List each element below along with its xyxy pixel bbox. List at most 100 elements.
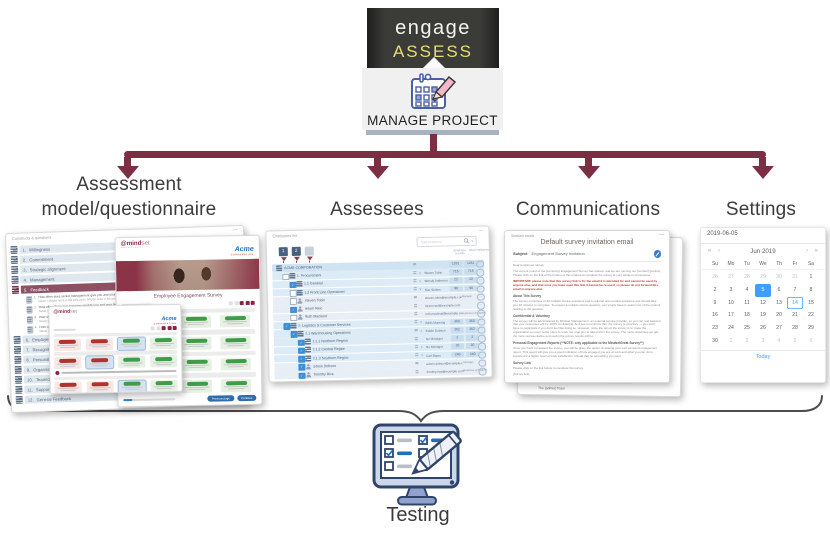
day-cell[interactable]: 21	[792, 312, 798, 319]
row-checkbox[interactable]: ✓	[298, 372, 306, 380]
rating-option[interactable]	[221, 379, 252, 393]
day-cell[interactable]: 17	[728, 312, 734, 319]
row-actions-menu-icon[interactable]: ···	[477, 309, 485, 318]
drag-handle-icon[interactable]	[13, 345, 22, 355]
rating-option-selected[interactable]	[85, 355, 115, 370]
day-cell[interactable]: 1	[809, 274, 813, 280]
day-cell[interactable]: 3	[761, 337, 765, 344]
day-cell[interactable]: 6	[809, 337, 813, 344]
rating-option[interactable]	[118, 355, 146, 369]
manage-project-node[interactable]: MANAGE PROJECT	[362, 68, 503, 130]
day-cell[interactable]: 1	[729, 337, 733, 344]
row-checkbox[interactable]: ✓	[283, 323, 291, 330]
day-cell[interactable]: 13	[776, 299, 782, 306]
pager-button[interactable]	[250, 300, 255, 305]
day-cell[interactable]: 24	[728, 325, 734, 332]
continue-button[interactable]: Continue	[237, 394, 257, 402]
day-cell[interactable]: 23	[712, 325, 718, 332]
day-cell[interactable]: 31	[792, 274, 798, 280]
rating-option[interactable]	[182, 380, 213, 394]
pager-button[interactable]	[239, 300, 244, 306]
day-cell[interactable]: 19	[760, 312, 766, 319]
search-options-dropdown-icon[interactable]: ∨	[471, 238, 474, 243]
row-actions-menu-icon[interactable]: ···	[478, 367, 487, 376]
rating-option[interactable]	[149, 336, 178, 350]
drag-handle-icon[interactable]	[11, 285, 20, 295]
day-cell[interactable]: 20	[776, 312, 782, 319]
drag-handle-icon[interactable]	[11, 275, 19, 285]
rating-option[interactable]	[180, 315, 212, 329]
rating-option[interactable]	[220, 357, 251, 371]
drag-handle-icon[interactable]	[10, 245, 18, 255]
drag-handle-icon[interactable]	[14, 355, 22, 365]
prev-month-icon[interactable]: ‹	[718, 248, 720, 254]
day-cell[interactable]: 8	[809, 286, 813, 293]
day-cell[interactable]: 4	[777, 337, 781, 344]
template-list-item[interactable]: The [admin] Team	[537, 386, 566, 391]
minimize-icon[interactable]: —	[659, 232, 664, 238]
rating-option[interactable]	[181, 358, 212, 372]
row-checkbox[interactable]	[289, 290, 297, 297]
row-checkbox[interactable]: ✓	[290, 331, 298, 338]
day-cell[interactable]: 28	[744, 274, 750, 280]
row-actions-menu-icon[interactable]: ···	[477, 301, 485, 310]
pager-button[interactable]	[245, 300, 250, 305]
rating-option[interactable]	[54, 381, 82, 394]
day-cell[interactable]: 4	[745, 286, 749, 293]
rating-option-selected[interactable]	[116, 336, 147, 351]
pager-button[interactable]	[234, 301, 239, 306]
day-cell[interactable]: 30	[776, 274, 782, 280]
day-cell[interactable]: 6	[777, 286, 781, 293]
edit-subject-button[interactable]	[653, 250, 661, 258]
row-actions-menu-icon[interactable]: ···	[476, 268, 484, 277]
collapse-icon[interactable]: ∧	[419, 320, 423, 325]
next-year-icon[interactable]: »	[814, 248, 818, 254]
search-input[interactable]: Type a keyword ∨	[416, 235, 477, 248]
day-cell[interactable]: 16	[712, 312, 718, 319]
row-checkbox[interactable]	[290, 314, 297, 322]
day-cell[interactable]: 28	[792, 325, 798, 332]
row-checkbox[interactable]: ✓	[298, 364, 306, 371]
day-cell[interactable]: 25	[744, 325, 750, 332]
day-cell[interactable]: 11	[744, 299, 750, 306]
row-actions-menu-icon[interactable]: ···	[478, 342, 486, 351]
row-actions-menu-icon[interactable]: ···	[477, 334, 486, 343]
day-cell[interactable]: 5	[755, 283, 771, 297]
day-cell[interactable]: 15	[808, 299, 814, 306]
drag-handle-icon[interactable]	[15, 385, 23, 395]
day-cell[interactable]: 27	[776, 325, 782, 332]
drag-handle-icon[interactable]	[11, 265, 19, 275]
day-cell[interactable]: 3	[729, 286, 733, 293]
drag-handle-icon[interactable]	[13, 335, 21, 345]
rating-option[interactable]	[150, 355, 178, 368]
filter-icon[interactable]	[304, 246, 314, 263]
pager-button[interactable]	[156, 326, 161, 331]
minimize-icon[interactable]: —	[232, 227, 239, 234]
drag-handle-icon[interactable]	[14, 365, 22, 375]
day-cell[interactable]: 26	[760, 325, 766, 332]
pager-button[interactable]	[150, 326, 155, 331]
date-input[interactable]: 2019-06-05	[701, 228, 825, 244]
day-cell[interactable]: 18	[744, 312, 750, 319]
pager-button[interactable]	[161, 326, 166, 331]
today-link[interactable]: Today	[701, 349, 825, 363]
prev-year-icon[interactable]: «	[708, 248, 712, 254]
day-cell[interactable]: 7	[793, 286, 797, 293]
rating-option[interactable]	[86, 380, 114, 394]
expand-icon[interactable]: ∨	[420, 353, 424, 358]
day-cell[interactable]: 9	[713, 299, 717, 306]
drag-handle-icon[interactable]	[14, 375, 23, 385]
rating-option[interactable]	[219, 314, 251, 328]
rating-option[interactable]	[220, 336, 251, 350]
row-checkbox[interactable]	[289, 298, 297, 306]
day-cell[interactable]: 10	[728, 299, 734, 306]
minimize-icon[interactable]: —	[478, 227, 484, 234]
day-cell[interactable]: 30	[712, 337, 718, 344]
next-month-icon[interactable]: ›	[806, 248, 808, 254]
collapse-icon[interactable]: ∧	[420, 328, 423, 333]
day-cell[interactable]: 26	[712, 274, 718, 280]
expand-icon[interactable]: ∨	[419, 287, 422, 292]
day-cell[interactable]: 2	[713, 286, 717, 293]
rating-option[interactable]	[150, 379, 178, 392]
expand-icon[interactable]: ∨	[418, 279, 422, 284]
